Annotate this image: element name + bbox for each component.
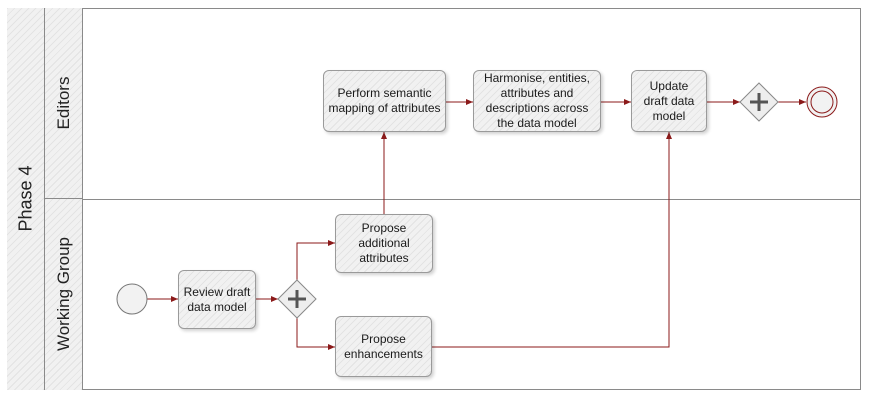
pool-header: Phase 4 <box>7 8 45 390</box>
start-event <box>116 283 148 315</box>
flow-gateway-to-propose-enhancements <box>296 318 335 350</box>
flow-gateway-to-propose-attributes <box>296 240 335 280</box>
task-label: Review draft data model <box>183 284 251 314</box>
task-update-draft-data-model: Update draft data model <box>631 70 707 132</box>
lane-divider <box>83 199 861 200</box>
task-propose-enhancements: Propose enhancements <box>335 316 432 377</box>
lane-header-working-group: Working Group <box>45 199 83 390</box>
flow-enhancements-to-update <box>432 132 672 348</box>
task-label: Propose additional attributes <box>358 221 410 265</box>
task-label: Harmonise, entities, attributes and desc… <box>483 71 591 130</box>
lane-header-editors: Editors <box>45 8 83 199</box>
parallel-gateway-join <box>739 82 779 122</box>
end-event <box>806 86 838 118</box>
task-label: Update draft data model <box>643 78 695 123</box>
task-label: Perform semantic mapping of attributes <box>328 86 441 115</box>
parallel-gateway-split <box>277 279 317 319</box>
task-propose-additional-attributes: Propose additional attributes <box>335 214 433 273</box>
task-perform-semantic-mapping: Perform semantic mapping of attributes <box>323 70 446 132</box>
task-harmonise-entities: Harmonise, entities, attributes and desc… <box>473 70 601 132</box>
task-label: Propose enhancements <box>344 331 423 361</box>
task-review-draft-data-model: Review draft data model <box>178 270 256 329</box>
